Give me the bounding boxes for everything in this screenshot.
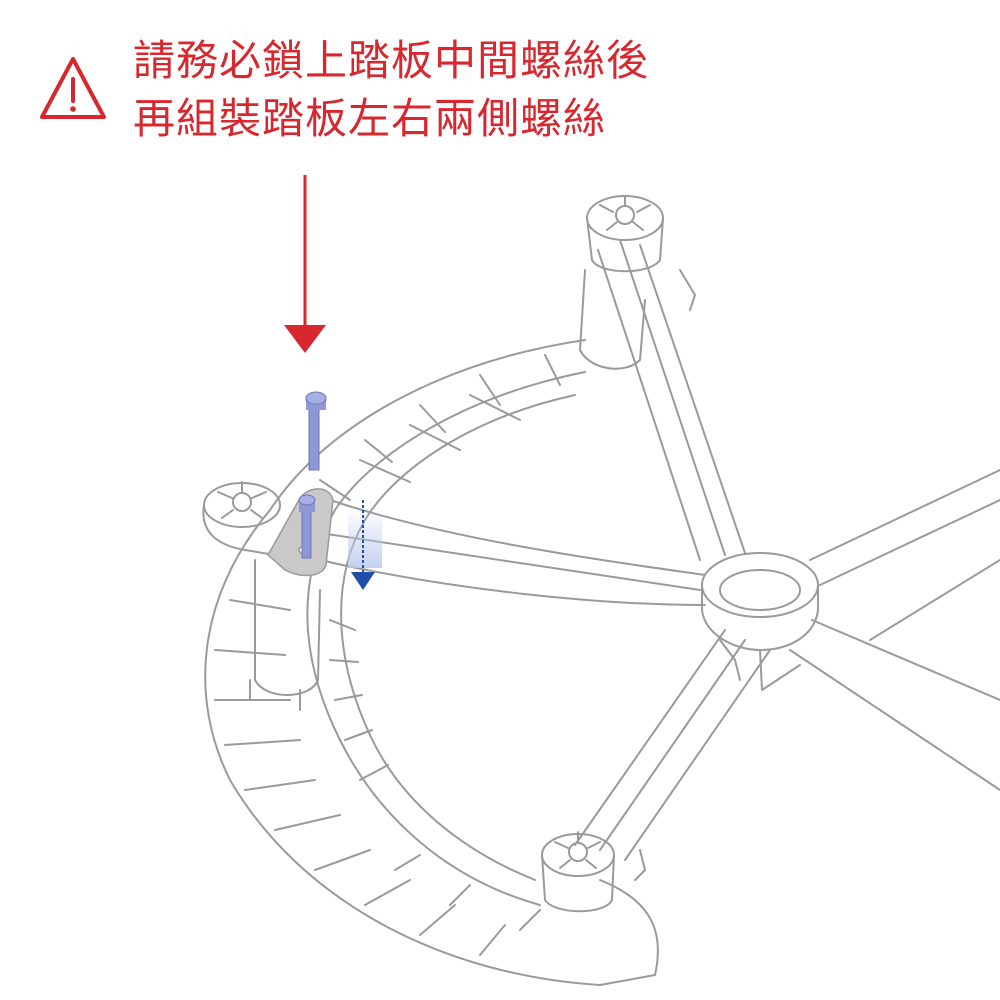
footrest-ring (204, 339, 659, 986)
pedal-plate (267, 488, 334, 577)
notice-line-2: 再組裝踏板左右兩側螺絲 (133, 94, 607, 143)
red-arrow-down-icon (284, 175, 326, 353)
leg-top (579, 195, 746, 561)
blue-arrow-down-icon (348, 500, 382, 590)
warning-triangle-icon (40, 57, 106, 119)
center-hub (701, 552, 819, 651)
leg-right (789, 469, 1000, 791)
assembly-notice: 請務必鎖上踏板中間螺絲後 再組裝踏板左右兩側螺絲 (133, 32, 733, 148)
leg-bottom (541, 629, 801, 913)
notice-line-1: 請務必鎖上踏板中間螺絲後 (133, 36, 650, 85)
screw-upper (305, 391, 327, 471)
screw-lower (298, 494, 316, 559)
leg-left (202, 481, 706, 711)
